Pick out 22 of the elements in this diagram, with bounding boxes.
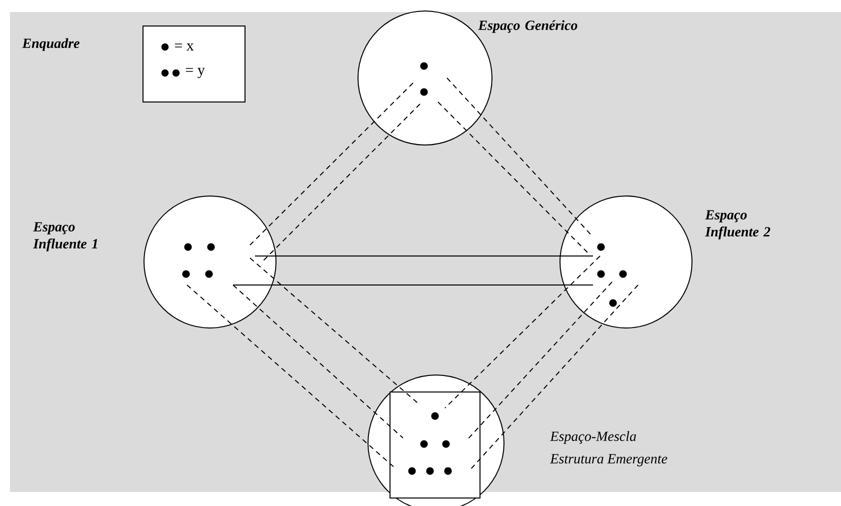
connector-line	[466, 282, 612, 440]
connector-line	[438, 102, 590, 256]
space-caption: Espaço-Mescla	[550, 431, 636, 444]
space-heading: Espaço Genérico	[478, 20, 578, 33]
space-circle	[144, 196, 276, 328]
connector-line	[250, 258, 420, 406]
connector-line	[232, 284, 404, 438]
space-heading: Espaço Influente 1	[33, 222, 98, 252]
legend-text: = x	[174, 44, 194, 50]
connector-line	[444, 256, 600, 408]
space-caption: Estrutura Emergente	[550, 454, 668, 466]
connector-line	[262, 104, 420, 262]
space-heading: Espaço Influente 2	[705, 210, 770, 240]
frame-label: Enquadre	[22, 38, 80, 51]
connector-line	[470, 284, 638, 470]
frame-box	[390, 392, 480, 498]
connector-line	[250, 82, 414, 246]
connector-line	[186, 284, 396, 468]
connector-line	[446, 78, 594, 238]
space-circle	[560, 196, 692, 328]
legend-text: = y	[186, 68, 205, 78]
connector-line	[232, 284, 594, 286]
